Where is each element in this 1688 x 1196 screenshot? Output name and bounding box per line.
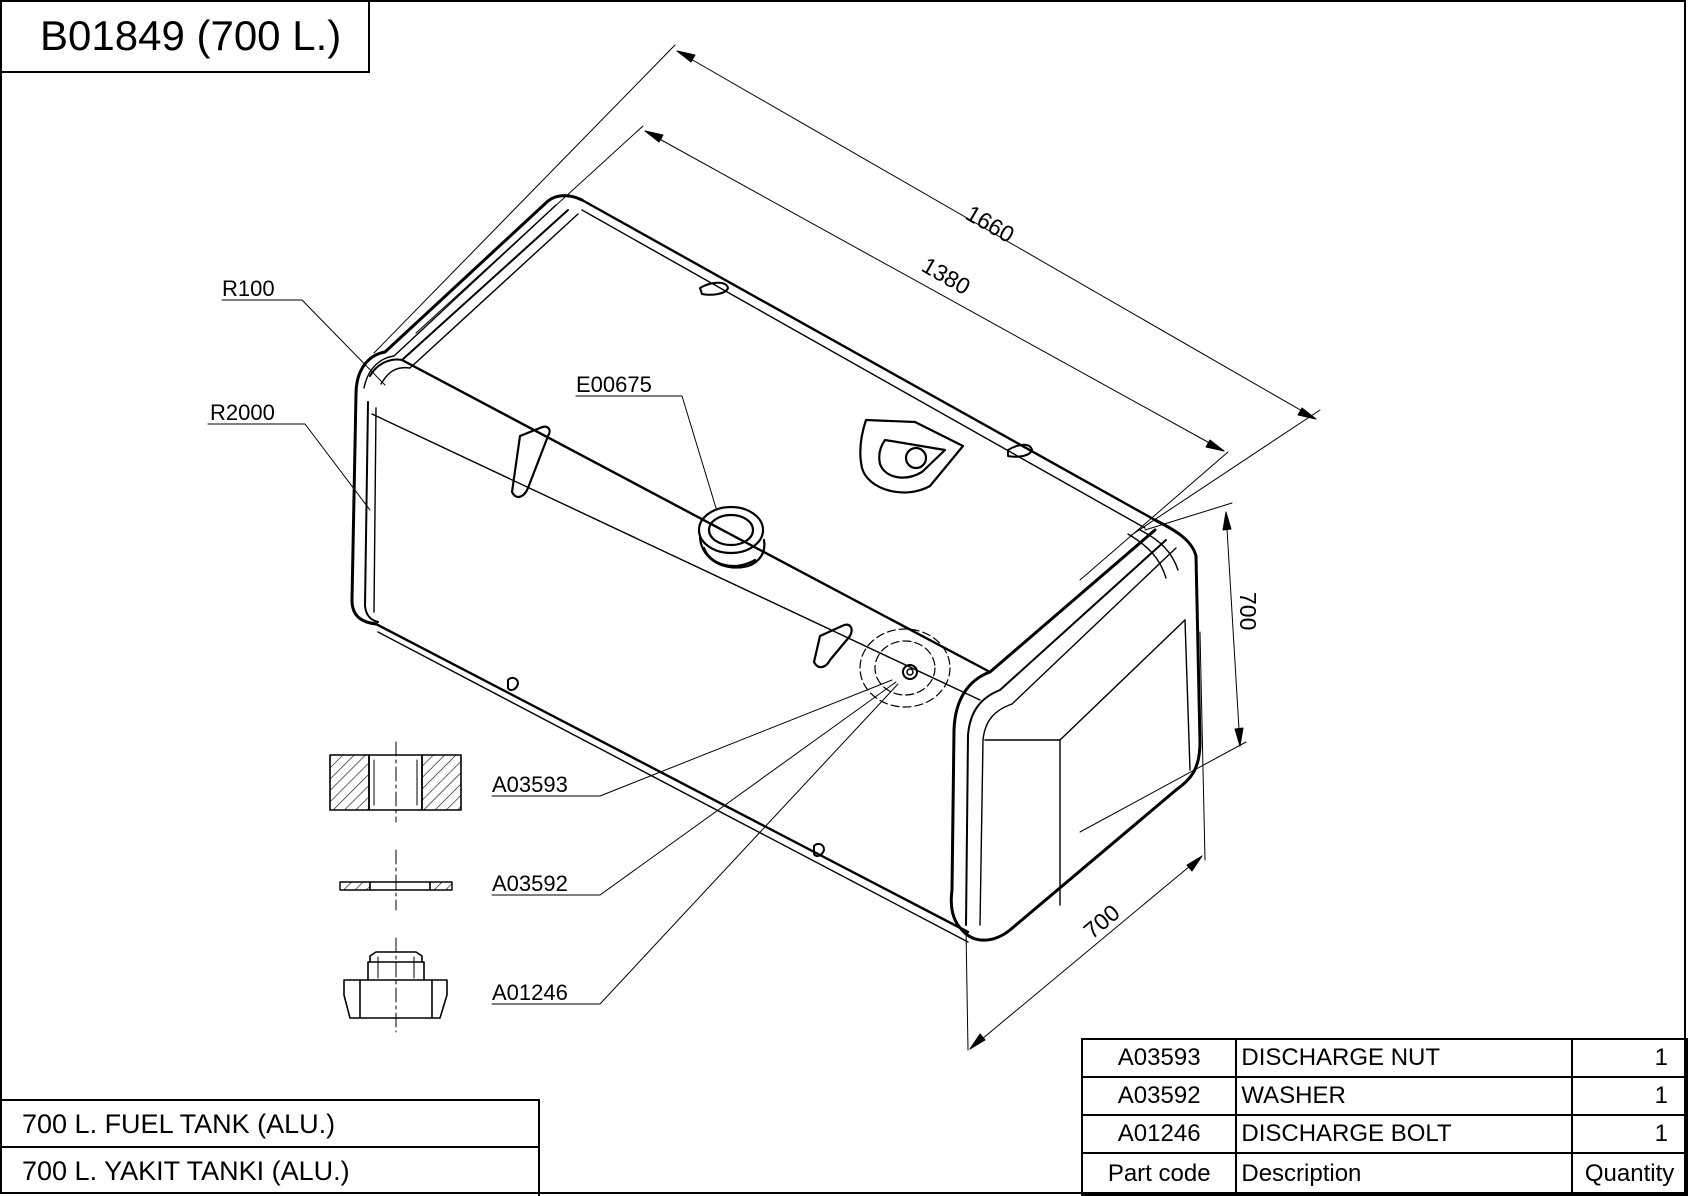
dimension-1660 [373, 44, 1321, 537]
title-block: B01849 (700 L.) [0, 0, 370, 73]
callout-r100: R100 [222, 276, 275, 301]
name-block: 700 L. FUEL TANK (ALU.) 700 L. YAKIT TAN… [0, 1099, 540, 1196]
part-code-cell: A03593 [1082, 1039, 1238, 1078]
part-code-cell: A03592 [1082, 1077, 1238, 1116]
callout-r2000: R2000 [210, 400, 275, 425]
dimension-1380 [415, 125, 1229, 581]
table-row: A03592 WASHER 1 [1082, 1077, 1688, 1116]
description-cell: WASHER [1236, 1077, 1574, 1116]
dimension-height-label: 700 [1235, 592, 1261, 630]
leader-lines [207, 299, 899, 1005]
discharge-bolt [343, 937, 448, 1033]
name-turkish: 700 L. YAKIT TANKI (ALU.) [22, 1156, 350, 1186]
quantity-cell: 1 [1572, 1077, 1688, 1116]
description-cell: DISCHARGE NUT [1236, 1039, 1574, 1078]
header-quantity: Quantity [1572, 1153, 1688, 1196]
callout-e00675: E00675 [576, 372, 652, 397]
dimension-width [965, 631, 1206, 1051]
callout-a01246: A01246 [492, 980, 568, 1005]
header-part-code: Part code [1082, 1153, 1238, 1196]
quantity-cell: 1 [1572, 1115, 1688, 1154]
quantity-cell: 1 [1572, 1039, 1688, 1078]
dimension-height [1079, 502, 1247, 833]
mounting-bracket [859, 418, 965, 494]
table-row: A01246 DISCHARGE BOLT 1 [1082, 1115, 1688, 1154]
callout-a03592: A03592 [492, 871, 568, 896]
drawing-title: B01849 (700 L.) [40, 12, 342, 59]
dimension-1380-label: 1380 [918, 252, 975, 300]
callout-a03593: A03593 [492, 772, 568, 797]
table-header-row: Part code Description Quantity [1082, 1153, 1688, 1196]
filler-neck [697, 505, 766, 569]
part-code-cell: A01246 [1082, 1115, 1238, 1154]
drain-location [859, 628, 951, 708]
dimension-1660-label: 1660 [962, 200, 1019, 248]
table-row: A03593 DISCHARGE NUT 1 [1082, 1039, 1688, 1078]
name-english: 700 L. FUEL TANK (ALU.) [0, 1101, 538, 1148]
header-description: Description [1236, 1153, 1574, 1196]
fuel-tank-body [350, 194, 1202, 943]
discharge-nut-section [329, 741, 462, 823]
parts-table: A03593 DISCHARGE NUT 1 A03592 WASHER 1 A… [1081, 1038, 1688, 1196]
dimension-width-label: 700 [1079, 899, 1125, 944]
washer-section [339, 849, 453, 911]
description-cell: DISCHARGE BOLT [1236, 1115, 1574, 1154]
